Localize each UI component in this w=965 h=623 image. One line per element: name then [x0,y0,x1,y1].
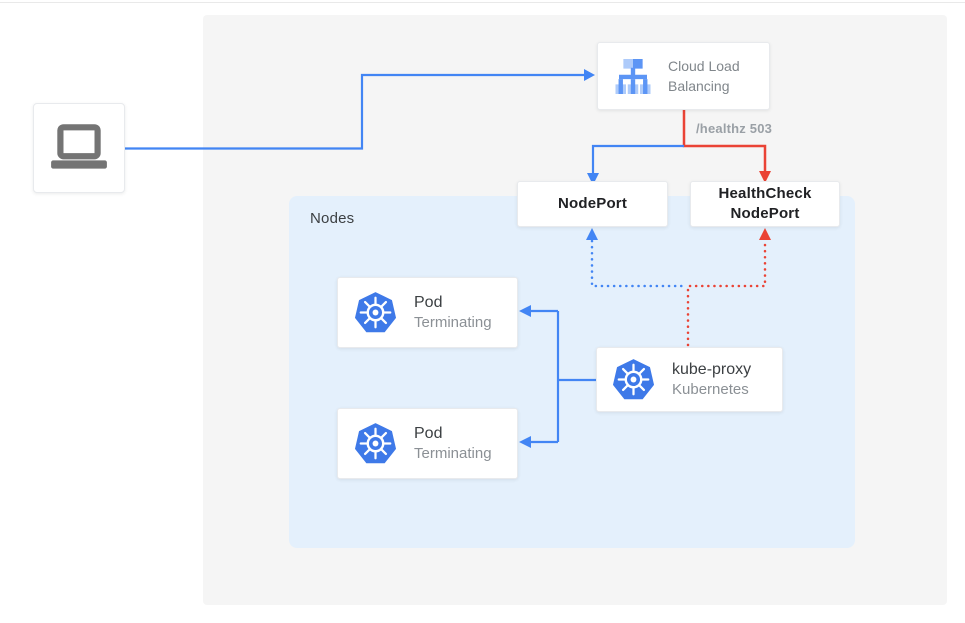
kube-proxy-subtitle: Kubernetes [672,381,749,398]
pod-status: Terminating [414,314,492,331]
pod-node-1: Pod Terminating [337,277,518,348]
kubernetes-icon [354,423,397,464]
nodes-group-label: Nodes [310,210,355,227]
kube-proxy-node: kube-proxy Kubernetes [596,347,783,412]
healthcheck-nodeport-node: HealthCheck NodePort [690,181,840,227]
cloud-load-balancing-node: Cloud Load Balancing [597,42,770,110]
load-balancer-icon [615,58,651,94]
pod-status: Terminating [414,445,492,462]
kubernetes-icon [612,359,655,400]
healthcheck-line2: NodePort [730,205,800,222]
healthcheck-nodeport-label: HealthCheck NodePort [718,184,811,224]
pod-title: Pod [414,425,443,442]
healthcheck-line1: HealthCheck [718,185,812,202]
kube-proxy-title: kube-proxy [672,361,752,378]
nodeport-label: NodePort [557,195,628,212]
healthz-status-label: /healthz 503 [696,121,773,136]
cloud-load-balancing-label: Cloud Load Balancing [668,58,740,94]
laptop-icon [51,124,107,169]
pod-title: Pod [414,294,443,311]
kubernetes-icon [354,292,397,333]
nodeport-node: NodePort [517,181,668,227]
top-divider [0,2,965,3]
pod-node-2: Pod Terminating [337,408,518,479]
client-node [33,103,125,193]
